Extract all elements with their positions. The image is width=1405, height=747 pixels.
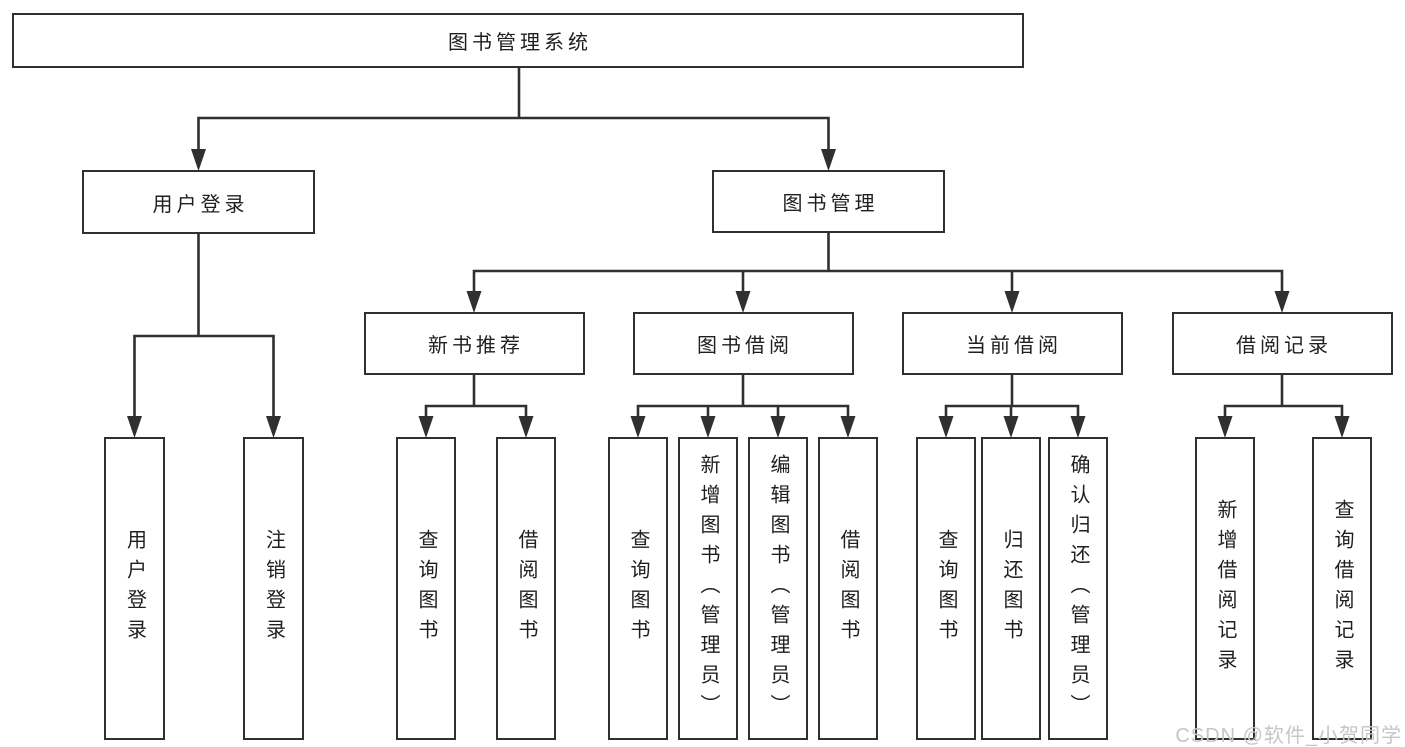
leaf-edit-book-admin-label: 编辑图书（管理员） [767,453,789,724]
leaf-user-login: 用户登录 [104,437,165,740]
node-user-login-label: 用户登录 [152,193,249,216]
connector-borrow-bar [636,404,850,417]
node-current-borrow: 当前借阅 [901,312,1123,375]
node-borrow-records: 借阅记录 [1171,312,1393,375]
leaf-confirm-return-admin: 确认归还（管理员） [1048,437,1108,740]
leaf-logout-label: 注销登录 [262,528,285,649]
node-current-borrow-label: 当前借阅 [966,335,1062,357]
leaf-recommend-query-book-label: 查询图书 [415,528,437,649]
node-borrow-records-label: 借阅记录 [1236,335,1332,357]
node-book-borrow: 图书借阅 [632,312,854,375]
leaf-recommend-borrow-book: 借阅图书 [496,437,556,740]
leaf-add-borrow-record-label: 新增借阅记录 [1214,498,1236,679]
connector-root-bar [197,116,830,150]
leaf-edit-book-admin: 编辑图书（管理员） [748,437,808,740]
connector-records-bar [1223,404,1344,417]
connector-login-bar [133,334,275,417]
leaf-add-borrow-record: 新增借阅记录 [1195,437,1255,740]
csdn-watermark: CSDN @软件_小贺同学 [1175,725,1402,747]
leaf-user-login-label: 用户登录 [123,528,146,649]
node-book-manage: 图书管理 [712,170,945,233]
leaf-query-borrow-record: 查询借阅记录 [1312,437,1372,740]
leaf-recommend-query-book: 查询图书 [396,437,456,740]
leaf-logout: 注销登录 [243,437,304,740]
connector-recommend-bar [424,404,528,417]
leaf-confirm-return-admin-label: 确认归还（管理员） [1067,453,1089,724]
leaf-recommend-borrow-book-label: 借阅图书 [515,528,537,649]
leaf-query-borrow-record-label: 查询借阅记录 [1331,498,1353,679]
node-book-borrow-label: 图书借阅 [697,335,793,357]
leaf-add-book-admin: 新增图书（管理员） [678,437,738,740]
node-root: 图书管理系统 [12,13,1024,68]
leaf-current-query-book-label: 查询图书 [935,528,957,649]
leaf-return-book-label: 归还图书 [1000,528,1022,649]
node-book-manage-label: 图书管理 [782,193,879,215]
leaf-borrow-book: 借阅图书 [818,437,878,740]
leaf-borrow-query-book-label: 查询图书 [627,528,649,649]
leaf-current-query-book: 查询图书 [916,437,976,740]
connector-current-bar [944,404,1080,417]
node-new-book-recommend-label: 新书推荐 [428,335,524,357]
leaf-borrow-book-label: 借阅图书 [837,528,859,649]
node-root-label: 图书管理系统 [448,32,592,54]
node-new-book-recommend: 新书推荐 [363,312,585,375]
connector-manage-bar [472,269,1284,292]
node-user-login: 用户登录 [82,170,315,234]
leaf-add-book-admin-label: 新增图书（管理员） [697,453,719,724]
leaf-return-book: 归还图书 [981,437,1041,740]
leaf-borrow-query-book: 查询图书 [608,437,668,740]
